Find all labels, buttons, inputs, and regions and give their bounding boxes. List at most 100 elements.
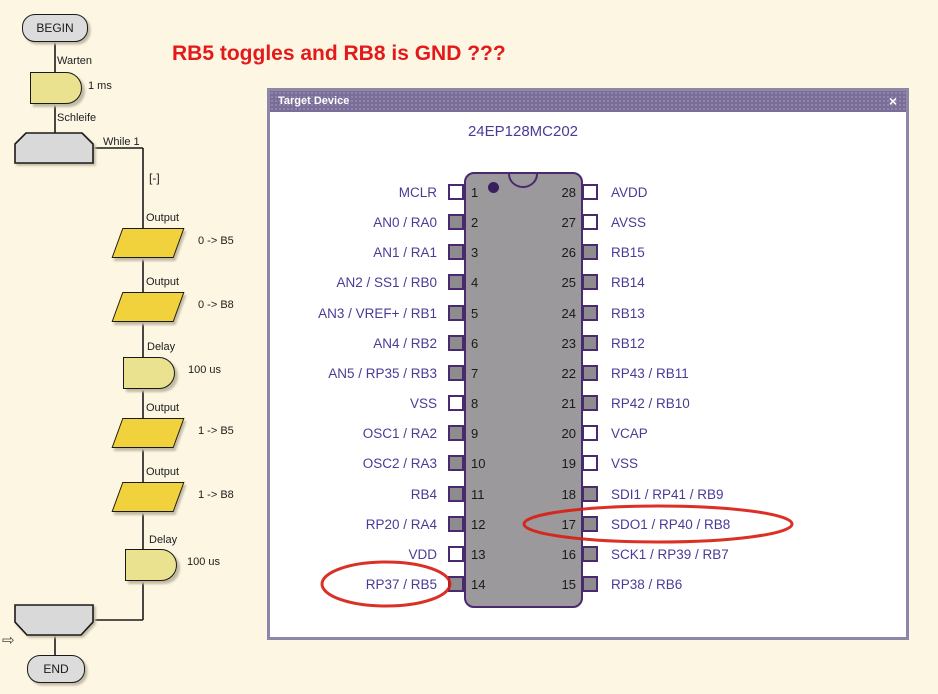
pin-number: 23	[561, 336, 576, 351]
pin-number: 7	[471, 366, 479, 381]
pin-number: 2	[471, 215, 479, 230]
pin-number: 22	[561, 366, 576, 381]
pin-label: OSC1 / RA2	[362, 426, 437, 441]
pin-square	[448, 184, 464, 200]
pin-square	[448, 455, 464, 471]
pin-square	[582, 274, 598, 290]
pin-number: 28	[561, 185, 576, 200]
pin-label: RB4	[410, 487, 437, 502]
pin-row: AN1 / RA1 3	[0, 244, 938, 261]
pin-label: RP20 / RA4	[365, 517, 437, 532]
pin-number: 11	[471, 487, 485, 502]
wait-block-label: Warten	[57, 55, 93, 67]
pin-row: AN2 / SS1 / RB0 4	[0, 274, 938, 291]
pin-label: AVDD	[611, 185, 648, 200]
pin-square	[582, 365, 598, 381]
pin-square	[582, 425, 598, 441]
pin-row: 15 RP38 / RB6	[0, 576, 938, 593]
begin-node[interactable]: BEGIN	[22, 14, 88, 42]
pin-label: VCAP	[611, 426, 648, 441]
pin-label: AN0 / RA0	[373, 215, 437, 230]
pin-square	[582, 576, 598, 592]
pin-square	[448, 365, 464, 381]
pin-row: RB4 11	[0, 486, 938, 503]
wait-block[interactable]	[30, 72, 82, 104]
pin-number: 16	[561, 547, 576, 562]
pin-row: AN0 / RA0 2	[0, 214, 938, 231]
pin-label: VSS	[409, 396, 437, 411]
pin-label: SDI1 / RP41 / RB9	[611, 487, 724, 502]
pin-row: AN3 / VREF+ / RB1 5	[0, 305, 938, 322]
pin-number: 4	[471, 275, 479, 290]
pin1-indicator-dot	[488, 182, 499, 193]
pin-square	[448, 244, 464, 260]
pin-square	[448, 546, 464, 562]
pin-number: 20	[561, 426, 576, 441]
pin-label: AVSS	[611, 215, 647, 230]
block-label: Output	[146, 276, 180, 288]
block-value: 100 us	[187, 556, 221, 568]
block-label: Output	[146, 466, 180, 478]
pin-number: 5	[471, 306, 479, 321]
pin-square	[582, 395, 598, 411]
delay-block[interactable]	[123, 357, 175, 389]
pin-number: 12	[471, 517, 486, 532]
pin-number: 24	[561, 306, 576, 321]
pin-label: OSC2 / RA3	[362, 456, 437, 471]
pin-number: 27	[561, 215, 576, 230]
pin-number: 18	[561, 487, 576, 502]
pin-square	[582, 516, 598, 532]
pin-number: 3	[471, 245, 479, 260]
pin-number: 15	[561, 577, 576, 592]
pin-square	[582, 455, 598, 471]
pin-label: AN1 / RA1	[373, 245, 437, 260]
pin-number: 6	[471, 336, 479, 351]
loop-end-shape[interactable]	[14, 604, 94, 636]
pin-number: 10	[471, 456, 486, 471]
insert-cursor-icon: ⇨	[2, 632, 15, 649]
pin-number: 1	[471, 185, 479, 200]
loop-block-label: Schleife	[57, 112, 97, 124]
chip-body	[464, 172, 583, 608]
block-label: Delay	[147, 341, 176, 353]
pin-row: 19 VSS	[0, 455, 938, 472]
pin-label: SDO1 / RP40 / RB8	[611, 517, 731, 532]
block-label: Output	[146, 402, 180, 414]
pin-row: 27 AVSS	[0, 214, 938, 231]
wait-block-value: 1 ms	[88, 80, 112, 92]
annotation-heading: RB5 toggles and RB8 is GND ???	[172, 42, 506, 65]
block-value: 1 -> B8	[198, 489, 234, 501]
pin-row: 21 RP42 / RB10	[0, 395, 938, 412]
chip-name: 24EP128MC202	[467, 123, 579, 140]
pin-number: 26	[561, 245, 576, 260]
pin-row: 23 RB12	[0, 335, 938, 352]
pin-row: 28 AVDD	[0, 184, 938, 201]
pin-square	[582, 214, 598, 230]
pin-row: VDD 13	[0, 546, 938, 563]
pin-number: 21	[561, 396, 576, 411]
window-titlebar[interactable]: Target Device ×	[270, 91, 906, 112]
delay-block[interactable]	[125, 549, 177, 581]
pin-square	[582, 244, 598, 260]
pin-number: 25	[561, 275, 576, 290]
pin-row: RP20 / RA4 12	[0, 516, 938, 533]
pin-row: 20 VCAP	[0, 425, 938, 442]
pin-label: VDD	[408, 547, 437, 562]
pin-square	[448, 305, 464, 321]
pin-label: RP42 / RB10	[611, 396, 690, 411]
collapse-toggle[interactable]: [-]	[149, 171, 160, 185]
close-icon[interactable]: ×	[888, 93, 897, 109]
pin-label: MCLR	[398, 185, 437, 200]
pin-label: VSS	[611, 456, 639, 471]
window-title: Target Device	[278, 95, 350, 107]
end-node[interactable]: END	[27, 655, 85, 683]
pin-label: SCK1 / RP39 / RB7	[611, 547, 729, 562]
block-value: 0 -> B5	[198, 235, 234, 247]
pin-square	[582, 305, 598, 321]
pin-label: AN3 / VREF+ / RB1	[318, 306, 437, 321]
pin-square	[448, 425, 464, 441]
loop-start-shape[interactable]	[14, 132, 94, 164]
pin-row: 25 RB14	[0, 274, 938, 291]
